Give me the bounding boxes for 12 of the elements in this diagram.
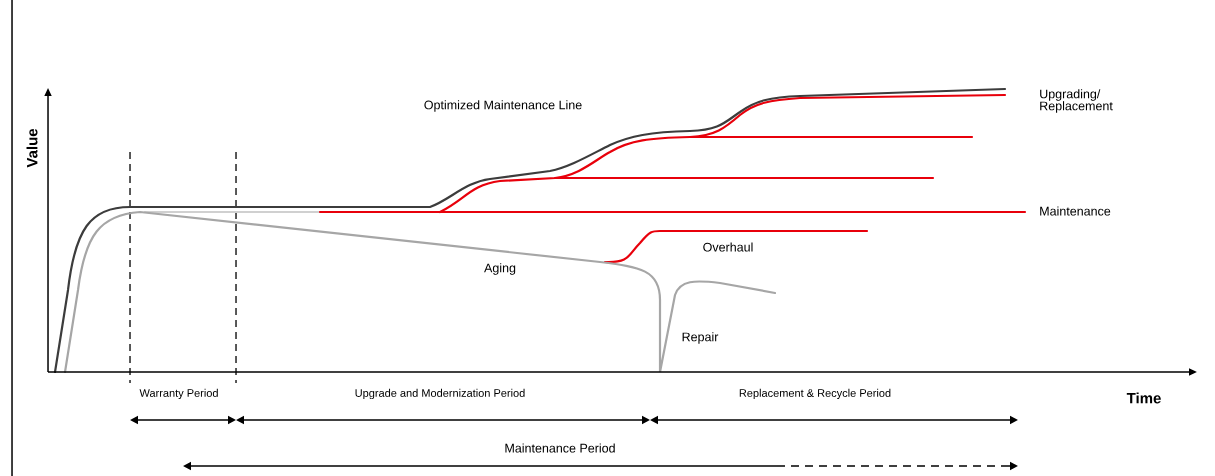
curve-label: Overhaul <box>703 242 753 252</box>
period-label: Replacement & Recycle Period <box>739 388 891 400</box>
curve-label: Optimized Maintenance Line <box>424 100 582 112</box>
axis-label: Time <box>1126 392 1161 404</box>
period-label: Warranty Period <box>139 388 218 400</box>
period-label: Maintenance Period <box>505 443 615 453</box>
period-label: Upgrade and Modernization Period <box>355 388 525 400</box>
curve-label: Aging <box>484 263 516 275</box>
axis-label: Value <box>26 128 38 168</box>
curve-label: Maintenance <box>1040 206 1111 216</box>
curve-label: Upgrading/ Replacement <box>1040 89 1113 113</box>
curve-label: Repair <box>682 332 719 344</box>
